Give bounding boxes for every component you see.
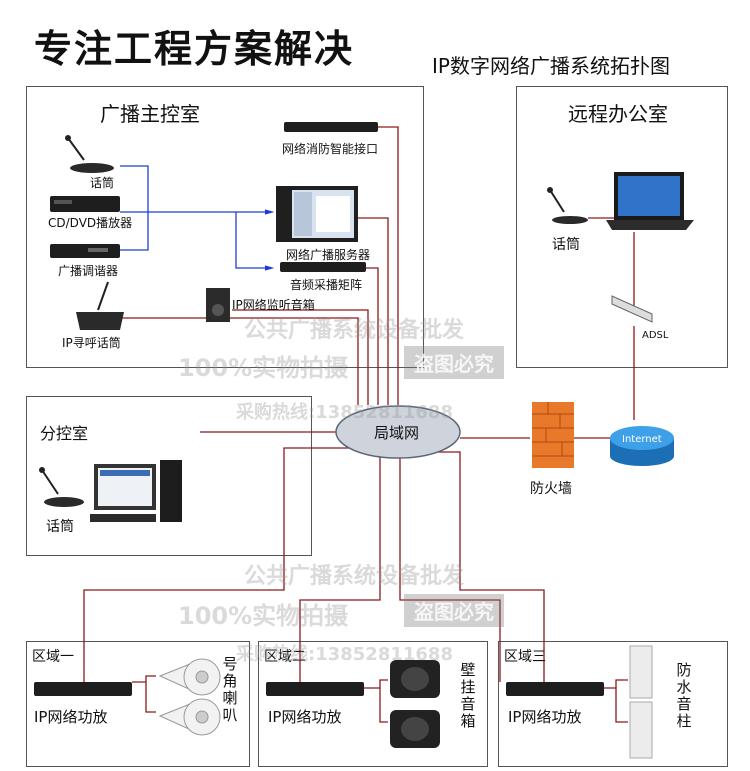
matrix-label: 音频采播矩阵 — [290, 278, 363, 292]
sub-mic-device — [39, 467, 84, 507]
fire-interface-device — [284, 122, 378, 132]
laptop-device — [606, 172, 694, 230]
watermark-top-badge: 盗图必究 — [404, 346, 504, 379]
watermark-top-line3: 采购热线:13852811688 — [236, 402, 453, 423]
zone-1-amp-device — [34, 682, 132, 696]
diagram-subtitle: IP数字网络广播系统拓扑图 — [432, 54, 670, 78]
zone-3-speaker-label: 防水音柱 — [676, 661, 692, 730]
column-speakers — [629, 645, 653, 759]
adsl-label: ADSL — [642, 330, 669, 341]
adsl-device — [611, 295, 653, 323]
tuner-device — [50, 244, 120, 258]
pc-device — [90, 460, 182, 522]
zone-1-amp-label: IP网络功放 — [34, 708, 108, 726]
paging-mic-device — [76, 281, 124, 330]
zone-1-speaker-label: 号角喇叭 — [222, 655, 238, 724]
main-control-title: 广播主控室 — [100, 102, 200, 126]
remote-mic-device — [547, 187, 614, 224]
firewall-icon — [532, 402, 574, 468]
horn-speakers — [158, 658, 221, 736]
zone-2-amp-device — [266, 682, 364, 696]
watermark-top-line2: 100%实物拍摄 — [178, 354, 349, 382]
sub-control-title: 分控室 — [40, 424, 89, 443]
page-title: 专注工程方案解决 — [34, 27, 355, 71]
server-label: 网络广播服务器 — [286, 248, 371, 262]
zone-2-name: 区域二 — [264, 649, 306, 665]
matrix-device — [280, 262, 366, 272]
watermark-bottom-line1: 公共广播系统设备批发 — [244, 564, 465, 589]
remote-mic-label: 话筒 — [552, 237, 580, 253]
monitor-speaker-label: IP网络监听音箱 — [232, 298, 315, 312]
mic-device — [65, 135, 114, 173]
firewall-label: 防火墙 — [530, 481, 572, 497]
lan-cloud — [335, 405, 461, 459]
watermark-bottom-badge: 盗图必究 — [404, 594, 504, 627]
zone-3-amp-device — [506, 682, 604, 696]
tuner-label: 广播调谐器 — [58, 264, 119, 278]
zone-2-box — [258, 641, 488, 767]
sub-mic-label: 话筒 — [46, 519, 74, 535]
zone-3-name: 区域三 — [504, 649, 546, 665]
cd-player-label: CD/DVD播放器 — [48, 216, 133, 230]
internet-icon — [610, 426, 674, 466]
paging-mic-label: IP寻呼话筒 — [62, 336, 121, 350]
watermark-bottom-line3: 采购热线:13852811688 — [236, 644, 453, 665]
watermark-top-line1: 公共广播系统设备批发 — [244, 318, 465, 343]
fire-interface-label: 网络消防智能接口 — [282, 142, 379, 156]
watermark-bottom-line2: 100%实物拍摄 — [178, 602, 349, 630]
zone-3-box — [498, 641, 728, 767]
internet-label: Internet — [622, 434, 662, 445]
zone-3-amp-label: IP网络功放 — [508, 708, 582, 726]
wall-speakers — [390, 660, 440, 748]
zone-2-amp-label: IP网络功放 — [268, 708, 342, 726]
zone-2-speaker-label: 壁挂音箱 — [460, 661, 476, 730]
mic-label: 话筒 — [90, 176, 115, 190]
zone-1-name: 区域一 — [32, 649, 74, 665]
remote-office-title: 远程办公室 — [568, 102, 668, 126]
lan-label: 局域网 — [374, 424, 420, 442]
audio-lines — [118, 165, 275, 271]
